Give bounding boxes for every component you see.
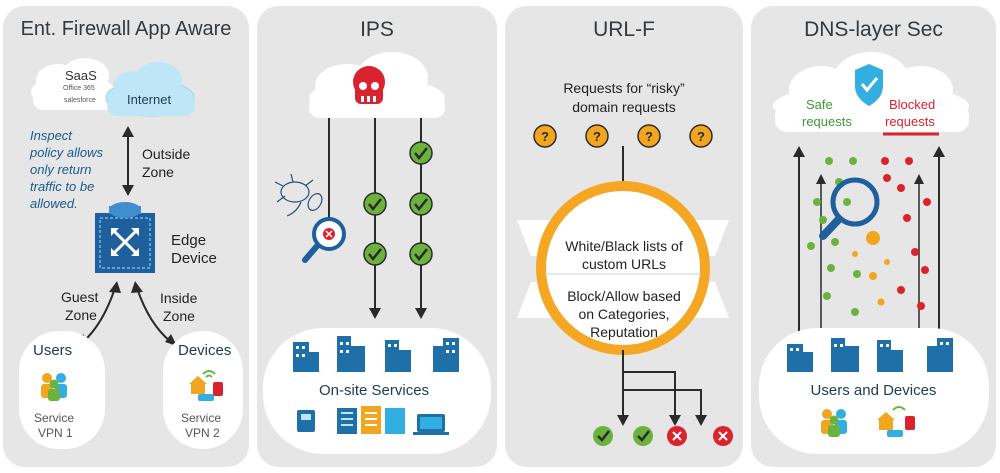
- firewall-diagram: [19, 58, 243, 449]
- outside-zone-line-2: Zone: [142, 164, 174, 180]
- inspect-note-line-4: traffic to be: [30, 179, 95, 194]
- bug-sketch-icon: [274, 173, 323, 217]
- inside-zone-line-1: Inside: [160, 290, 198, 306]
- inside-zone-line-2: Zone: [163, 308, 195, 324]
- whitelist-line-1: White/Black lists of: [565, 238, 683, 254]
- dns-users-icon: [821, 409, 847, 437]
- saas-salesforce-label: salesforce: [64, 97, 96, 104]
- users-vpn-line-1: Service: [34, 411, 75, 425]
- dns-devices-icon: [877, 406, 915, 437]
- inspect-note-line-2: policy allows: [30, 145, 103, 160]
- whitelist-line-2: custom URLs: [581, 256, 667, 272]
- dns-question-icons: [852, 231, 890, 306]
- risky-requests-line-1: Requests for “risky”: [563, 80, 685, 96]
- panel-title-ips: IPS: [360, 18, 394, 41]
- block-allow-line-2: on Categories,: [578, 306, 670, 322]
- panel-title-firewall: Ent. Firewall App Aware: [20, 18, 232, 40]
- block-allow-line-3: Reputation: [590, 324, 658, 340]
- users-devices-label: Users and Devices: [810, 382, 937, 399]
- url-filter-diagram: ? ? ? ?: [517, 124, 733, 446]
- magnifier-icon: [819, 177, 880, 240]
- blocked-requests-line-2: requests: [885, 114, 935, 129]
- panel-firewall: Ent. Firewall App Aware: [3, 6, 249, 467]
- magnifier-block-icon: [302, 217, 346, 263]
- devices-title: Devices: [178, 342, 232, 359]
- svg-text:?: ?: [593, 129, 601, 144]
- dns-check-icons: [807, 157, 861, 316]
- edge-device-line-2: Device: [171, 250, 217, 267]
- devices-vpn-line-2: VPN 2: [185, 426, 220, 440]
- inspect-note-line-5: allowed.: [30, 196, 78, 211]
- blocked-requests-line-1: Blocked: [889, 97, 936, 112]
- svg-text:?: ?: [645, 129, 653, 144]
- ips-diagram: [263, 52, 491, 454]
- risky-requests-line-2: domain requests: [572, 99, 676, 115]
- dns-cloud: [773, 52, 969, 132]
- internet-label: Internet: [127, 92, 172, 107]
- safe-requests-line-2: requests: [802, 114, 852, 129]
- dns-block-icons: [881, 157, 931, 310]
- url-result-icons: [593, 426, 733, 446]
- ips-check-icons: [363, 141, 433, 266]
- service-icons: [297, 406, 449, 435]
- safe-requests-line-1: Safe: [806, 97, 833, 112]
- edge-device-icon: [95, 202, 155, 273]
- saas-label: SaaS: [65, 68, 97, 83]
- panel-title-dns: DNS-layer Sec: [804, 18, 943, 41]
- panel-title-url-f: URL-F: [593, 18, 655, 41]
- edge-device-line-1: Edge: [171, 232, 207, 249]
- outside-zone-line-1: Outside: [142, 146, 191, 162]
- panel-url-filtering: URL-F ? ? ? ?: [505, 6, 743, 467]
- svg-text:?: ?: [541, 129, 549, 144]
- devices-vpn-line-1: Service: [181, 411, 222, 425]
- question-icons: ? ? ? ?: [533, 124, 713, 148]
- internet-cloud: [105, 62, 195, 117]
- inspect-note-line-3: only return: [30, 162, 92, 177]
- shield-check-icon: [855, 64, 883, 106]
- skull-icon: [353, 66, 385, 104]
- svg-text:?: ?: [697, 129, 705, 144]
- panel-ips: IPS: [257, 6, 497, 467]
- guest-zone-line-1: Guest: [61, 289, 99, 305]
- dns-building-icons: [787, 338, 953, 372]
- block-allow-line-1: Block/Allow based: [567, 288, 681, 304]
- users-title: Users: [33, 342, 73, 359]
- devices-icon: [189, 370, 223, 401]
- onsite-services-label: On-site Services: [319, 382, 430, 399]
- dns-diagram: [759, 52, 989, 454]
- inspect-note-line-1: Inspect: [30, 128, 72, 143]
- saas-cloud: [31, 58, 123, 110]
- guest-zone-line-2: Zone: [65, 307, 97, 323]
- users-icon: [41, 373, 67, 401]
- users-vpn-line-2: VPN 1: [38, 426, 73, 440]
- panel-dns-security: DNS-layer Sec: [751, 6, 996, 467]
- saas-office-label: Office 365: [63, 85, 95, 92]
